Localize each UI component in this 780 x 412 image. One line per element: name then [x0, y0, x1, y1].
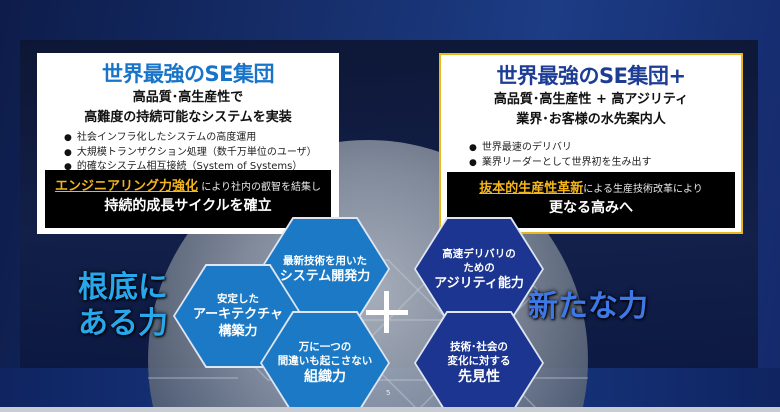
left-card-subtitle-2: 高難度の持続可能なシステムを実装 [84, 110, 292, 125]
bullet-icon: ● [469, 157, 477, 168]
right-callout-conclusion: 更なる高みへ [549, 200, 633, 216]
plus-icon: + [668, 64, 686, 88]
right-card-title: 世界最強のSE集団+ [496, 64, 686, 88]
right-card-callout: 抜本的生産性革新による生産技術改革により 更なる高みへ [447, 172, 735, 228]
left-callout-conclusion: 持続的成長サイクルを確立 [104, 198, 272, 214]
bullet-icon: ● [469, 143, 477, 153]
bullet-item: ●的確なシステム相互接続（System of Systems） [64, 161, 303, 172]
page-number: 5 [386, 389, 391, 397]
left-card-callout: エンジニアリング力強化 により社内の叡智を結集し 持続的成長サイクルを確立 [45, 170, 331, 228]
right-callout-highlight: 抜本的生産性革新 [479, 181, 584, 196]
bullet-icon: ● [64, 147, 72, 158]
bullet-item: ●社会インフラ化したシステムの高度運用 [64, 132, 257, 143]
plus-icon [366, 291, 408, 333]
left-callout-text: により社内の叡智を結集し [198, 182, 321, 193]
left-card-subtitle-1: 高品質･高生産性で [132, 90, 244, 105]
bullet-icon: ● [64, 162, 72, 172]
foundational-strength-label: 根底に ある力 [78, 270, 168, 341]
right-card-subtitle-1: 高品質･高生産性 + 高アジリティ [493, 92, 689, 107]
left-card-bullets: ●社会インフラ化したシステムの高度運用 ●大規模トランザクション処理（数千万単位… [37, 131, 339, 175]
left-card: 世界最強のSE集団 高品質･高生産性で 高難度の持続可能なシステムを実装 ●社会… [37, 53, 339, 234]
bullet-item: ●世界最速のデリバリ [469, 142, 572, 153]
bottom-strip [0, 407, 780, 412]
right-card-subtitle-2: 業界･お客様の水先案内人 [516, 112, 666, 127]
bullet-item: ●大規模トランザクション処理（数千万単位のユーザ） [64, 146, 317, 158]
bullet-icon: ● [64, 133, 72, 143]
right-callout-text: による生産技術改革により [583, 184, 703, 195]
left-callout-highlight: エンジニアリング力強化 [55, 179, 199, 194]
new-strength-label: 新たな力 [528, 289, 648, 324]
bullet-item: ●業界リーダーとして世界初を生み出す [469, 156, 652, 168]
right-card: 世界最強のSE集団+ 高品質･高生産性 + 高アジリティ 業界･お客様の水先案内… [439, 53, 743, 234]
left-card-title: 世界最強のSE集団 [102, 62, 274, 86]
right-card-bullets: ●世界最速のデリバリ ●業界リーダーとして世界初を生み出す [441, 141, 741, 170]
